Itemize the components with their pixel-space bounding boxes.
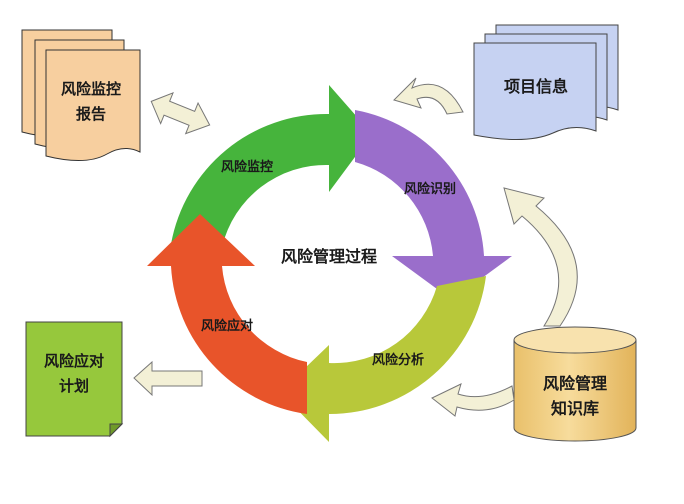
- report-document-stack: 风险监控 报告: [21, 29, 141, 161]
- project-document-stack: 项目信息: [473, 24, 619, 140]
- cycle-label-analyze: 风险分析: [372, 352, 424, 368]
- report-double-arrow: [150, 92, 211, 135]
- plan-doc-line-2: 计划: [59, 377, 89, 395]
- knowledge-cylinder-top: [513, 326, 637, 354]
- knowledge-to-analyze-arrow: [431, 383, 515, 417]
- knowledge-to-identify-arrow: [503, 187, 578, 327]
- report-doc-front: [45, 49, 141, 161]
- cycle-segment-analyze: [280, 276, 486, 442]
- knowledge-base-cylinder: 风险管理 知识库: [513, 326, 637, 442]
- plan-doc-line-1: 风险应对: [44, 352, 104, 370]
- cycle-label-monitor: 风险监控: [221, 159, 273, 175]
- plan-left-arrow: [133, 360, 203, 397]
- project-doc-label: 项目信息: [504, 77, 568, 96]
- project-curved-arrow: [393, 77, 464, 115]
- center-label: 风险管理过程: [281, 247, 377, 266]
- cycle-segment-respond: [147, 214, 307, 414]
- cycle-label-respond: 风险应对: [201, 318, 253, 334]
- report-doc-line-2: 报告: [76, 105, 106, 123]
- plan-document: 风险应对 计划: [25, 321, 124, 438]
- cycle-segment-identify: [355, 110, 512, 300]
- knowledge-cylinder-body: [513, 339, 637, 442]
- cycle-label-identify: 风险识别: [404, 181, 456, 197]
- plan-doc-fold: [109, 423, 124, 438]
- knowledge-label-line-1: 风险管理: [543, 374, 607, 393]
- cycle-ring: [147, 85, 512, 442]
- report-doc-line-1: 风险监控: [61, 80, 121, 98]
- cycle-segment-monitor: [171, 85, 372, 247]
- project-doc-front: [473, 42, 597, 140]
- knowledge-label-line-2: 知识库: [551, 399, 599, 418]
